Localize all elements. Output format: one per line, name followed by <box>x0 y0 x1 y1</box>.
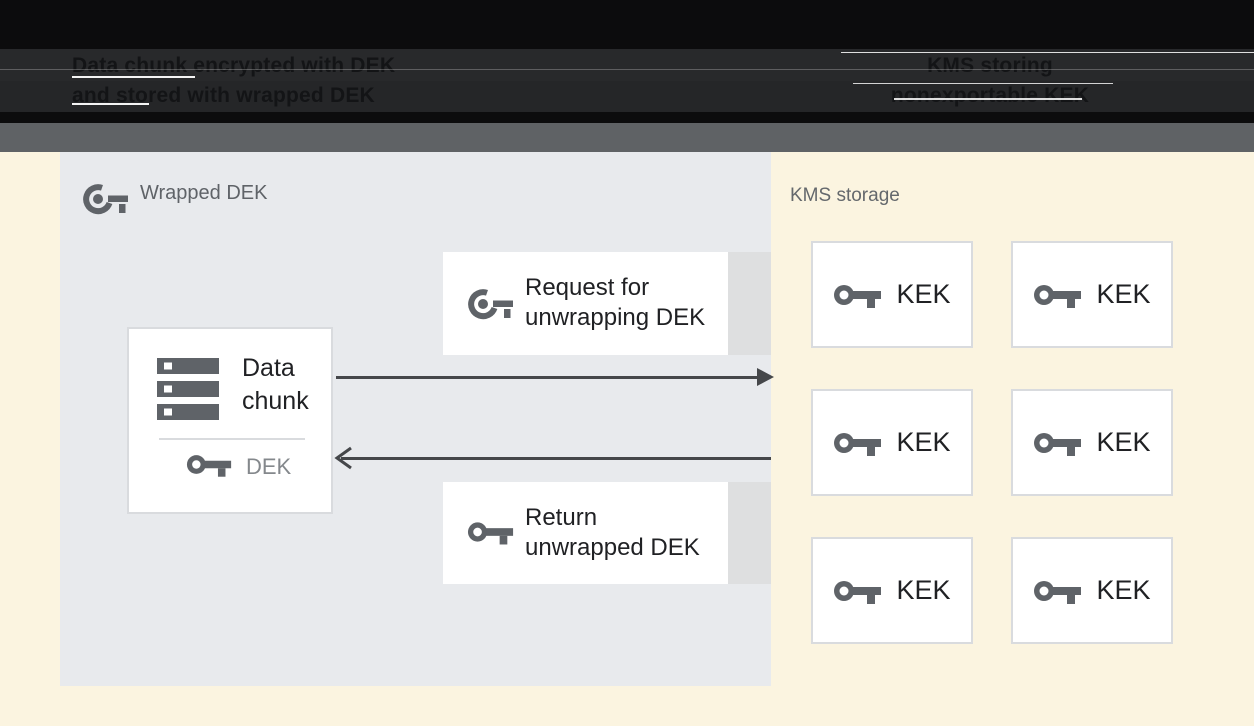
arrow-right-line <box>336 376 757 379</box>
request-card-label: Request for unwrapping DEK <box>525 273 705 333</box>
caption-left-line2: and stored with wrapped DEK <box>72 84 375 107</box>
return-card-label: Return unwrapped DEK <box>525 503 700 563</box>
data-chunk-card: Data chunk DEK <box>127 327 333 514</box>
scanline-artifact <box>72 103 149 105</box>
kek-label: KEK <box>896 575 951 605</box>
key-icon <box>467 522 514 545</box>
kek-box: KEK <box>811 241 973 348</box>
header-band: Data chunk encrypted with DEK and stored… <box>0 0 1254 123</box>
request-card-side-strip <box>728 252 771 355</box>
key-icon <box>834 284 882 308</box>
arrow-left-line <box>341 457 771 460</box>
kek-label: KEK <box>1096 279 1151 309</box>
kek-label: KEK <box>1096 575 1151 605</box>
server-stack-icon <box>157 358 219 420</box>
scanline-artifact <box>0 69 1254 70</box>
wrapped-key-icon <box>468 289 513 320</box>
wrapped-dek-panel: Wrapped DEK Data chunk DEK <box>60 152 774 686</box>
header-row-band <box>0 81 1254 112</box>
scanline-artifact <box>853 83 1113 84</box>
scanline-artifact <box>72 76 195 78</box>
request-unwrap-card: Request for unwrapping DEK <box>443 252 728 355</box>
kms-storage-title: KMS storage <box>790 185 900 206</box>
caption-right: KMS storing nonexportable KEK <box>836 51 1144 111</box>
kek-box: KEK <box>811 537 973 644</box>
header-row-band <box>0 49 1254 81</box>
key-icon <box>1034 580 1082 604</box>
kek-box: KEK <box>811 389 973 496</box>
kek-label: KEK <box>896 279 951 309</box>
caption-left: Data chunk encrypted with DEK and stored… <box>72 51 395 111</box>
return-line1: Return <box>525 504 598 531</box>
caption-left-line1: Data chunk encrypted with DEK <box>72 54 396 77</box>
arrow-left <box>334 446 352 470</box>
key-icon <box>1034 284 1082 308</box>
kek-box: KEK <box>1011 389 1173 496</box>
request-line2: unwrapping DEK <box>525 304 706 331</box>
data-chunk-line1: Data <box>242 354 295 382</box>
key-icon <box>1034 432 1082 456</box>
kek-box: KEK <box>1011 537 1173 644</box>
data-chunk-label: Data chunk <box>242 352 309 418</box>
key-icon <box>834 432 882 456</box>
kek-label: KEK <box>896 427 951 457</box>
key-icon <box>834 580 882 604</box>
caption-right-line2: nonexportable KEK <box>890 84 1090 107</box>
kek-label: KEK <box>1096 427 1151 457</box>
data-chunk-line2: chunk <box>242 387 309 415</box>
caption-right-line1: KMS storing <box>927 54 1053 77</box>
card-divider <box>159 438 305 440</box>
kek-box: KEK <box>1011 241 1173 348</box>
separator-bar <box>0 123 1254 152</box>
return-unwrapped-card: Return unwrapped DEK <box>443 482 728 584</box>
scanline-artifact <box>841 52 1254 53</box>
wrapped-key-icon <box>83 184 128 215</box>
return-card-side-strip <box>728 482 771 584</box>
scanline-artifact <box>894 98 1082 100</box>
request-line1: Request for <box>525 274 650 301</box>
panel-title: Wrapped DEK <box>140 182 268 204</box>
return-line2: unwrapped DEK <box>525 534 700 561</box>
key-icon <box>186 455 232 477</box>
dek-label: DEK <box>246 454 292 479</box>
arrow-right <box>757 368 774 386</box>
